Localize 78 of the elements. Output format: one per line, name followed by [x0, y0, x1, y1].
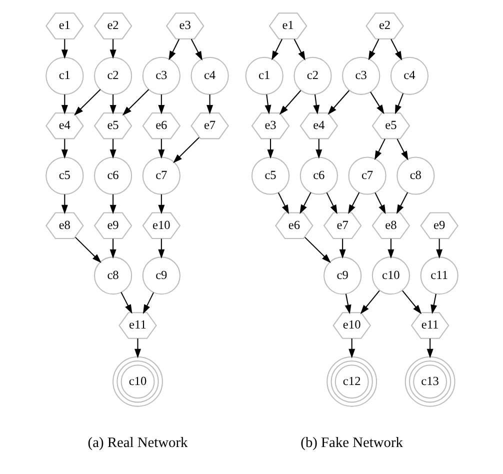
- arrow: [109, 238, 116, 258]
- arrow: [266, 138, 274, 158]
- arrow: [312, 94, 320, 114]
- arrow: [277, 192, 288, 214]
- arrow: [327, 90, 350, 114]
- arrow: [264, 94, 271, 114]
- arrow: [109, 138, 116, 158]
- arrow: [109, 94, 116, 114]
- node-circle: c3: [342, 56, 380, 94]
- arrow: [142, 292, 154, 314]
- arrow: [402, 290, 422, 314]
- arrow: [396, 138, 408, 160]
- arrow: [387, 238, 394, 258]
- arrow: [271, 38, 282, 60]
- arrow: [168, 38, 180, 60]
- arrow: [158, 138, 164, 158]
- node-circle: c8: [396, 156, 434, 194]
- node-circle: c2: [94, 56, 132, 94]
- arrow: [436, 238, 442, 258]
- arrow: [338, 238, 346, 258]
- arrow: [344, 293, 351, 314]
- arrow: [304, 236, 330, 263]
- arrow: [396, 192, 408, 214]
- node-circle: c6: [299, 156, 338, 194]
- arrow: [299, 192, 311, 214]
- arrow: [60, 138, 68, 158]
- arrow: [348, 338, 355, 358]
- arrow: [122, 88, 149, 115]
- node-circle: c2: [293, 56, 332, 94]
- arrow: [374, 138, 385, 160]
- node-circle: c4: [190, 56, 228, 94]
- node-circle: c7: [348, 156, 386, 194]
- node-circle: c1: [244, 56, 283, 94]
- arrow: [109, 38, 116, 58]
- arrow: [206, 94, 213, 114]
- arrow: [74, 88, 100, 115]
- arrow: [109, 194, 116, 214]
- arrow: [374, 192, 386, 214]
- node-circle: c3: [142, 56, 180, 94]
- node-circle: c12: [326, 356, 377, 406]
- node-circle: c11: [420, 256, 458, 294]
- arrow: [134, 338, 140, 358]
- arrow: [430, 293, 437, 314]
- node-circle: c8: [94, 256, 132, 294]
- arrow: [120, 292, 132, 314]
- node-circle: c7: [142, 156, 180, 194]
- node-circle: c9: [323, 256, 362, 294]
- arrow: [426, 338, 433, 358]
- label: (a) Real Network: [87, 434, 188, 451]
- arrow: [360, 290, 380, 314]
- arrow: [368, 38, 379, 60]
- arrow: [60, 94, 68, 114]
- node-circle: c10: [371, 256, 410, 294]
- node-circle: c9: [142, 256, 180, 294]
- arrow: [390, 38, 402, 60]
- arrow: [158, 238, 164, 258]
- arrow: [278, 90, 301, 114]
- node-circle: c5: [250, 156, 290, 194]
- arrow: [326, 192, 337, 214]
- node-circle: c4: [390, 56, 428, 94]
- arrow: [74, 236, 101, 263]
- arrow: [60, 38, 68, 58]
- arrow: [293, 38, 305, 60]
- node-circle: c1: [45, 56, 84, 94]
- node-circle: c5: [45, 156, 84, 194]
- arrow: [348, 192, 360, 214]
- arrow: [190, 38, 202, 60]
- arrow: [315, 138, 322, 158]
- arrow: [370, 91, 384, 114]
- node-circle: c10: [112, 356, 162, 406]
- arrow: [394, 92, 404, 114]
- label: (b) Fake Network: [300, 434, 402, 451]
- arrow: [172, 136, 199, 163]
- node-circle: c6: [94, 156, 132, 194]
- arrow: [60, 194, 68, 214]
- node-circle: c13: [404, 356, 455, 406]
- arrow: [158, 94, 164, 114]
- arrow: [158, 194, 164, 214]
